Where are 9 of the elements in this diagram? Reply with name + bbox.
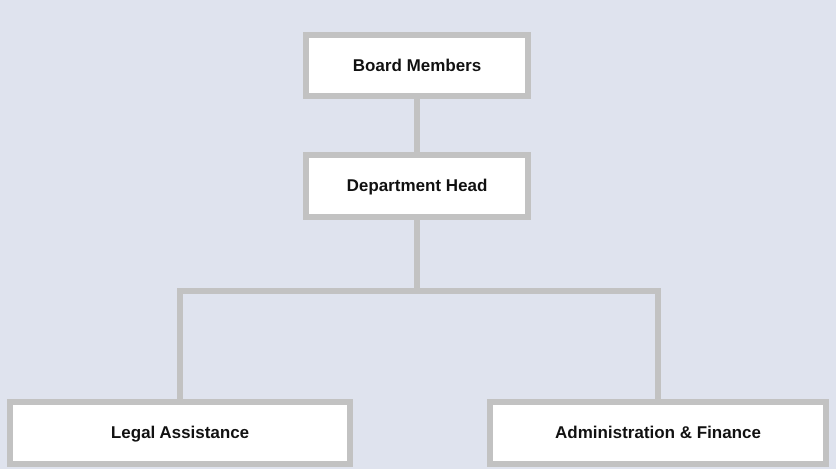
org-box	[487, 399, 829, 467]
box-label: Administration & Finance	[555, 423, 761, 443]
org-box	[303, 152, 531, 220]
box-label: Department Head	[346, 176, 488, 196]
box-label: Board Members	[352, 56, 482, 76]
org-box	[7, 399, 353, 467]
org-box	[303, 32, 531, 99]
box-label: Legal Assistance	[110, 423, 250, 443]
connector-line	[414, 99, 420, 152]
